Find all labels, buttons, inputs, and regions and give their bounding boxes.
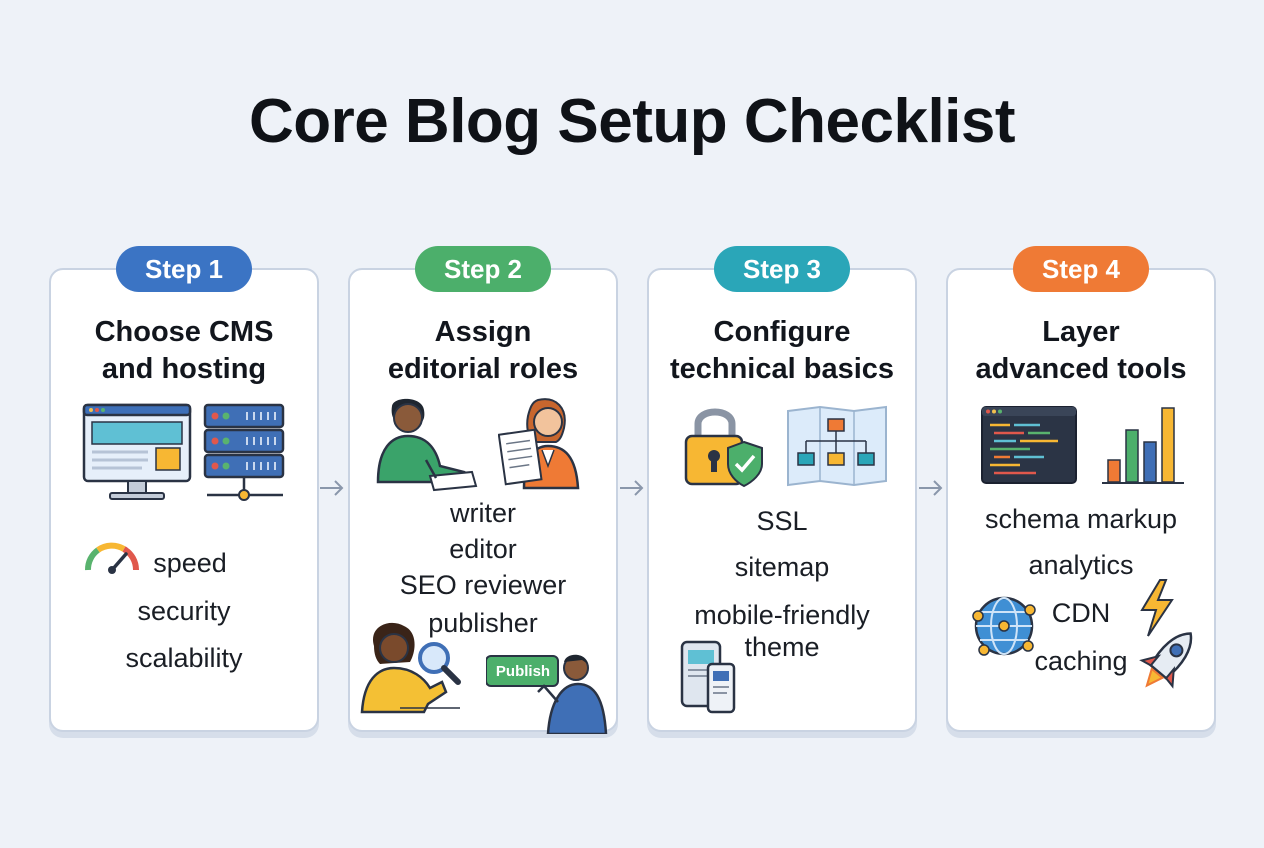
step-4-badge: Step 4 xyxy=(1013,246,1149,292)
step-2-title: Assign editorial roles xyxy=(350,314,616,388)
step-1-card: Choose CMS and hosting speed security sc… xyxy=(49,268,319,732)
step-4-item-schema-markup: schema markup xyxy=(984,504,1178,534)
step-4-title-line-1: Layer xyxy=(1042,316,1120,348)
rocket-icon xyxy=(1139,632,1193,689)
browser-window-icon xyxy=(82,403,192,500)
step-1-item-speed: speed xyxy=(153,548,227,578)
step-3-badge: Step 3 xyxy=(714,246,850,292)
lightning-icon xyxy=(1140,579,1174,637)
step-2-badge: Step 2 xyxy=(415,246,551,292)
step-1-item-scalability: scalability xyxy=(125,643,243,673)
step-3-title-line-2: technical basics xyxy=(669,353,895,385)
bar-chart-icon xyxy=(1102,407,1184,484)
step-4-item-analytics: analytics xyxy=(1028,550,1134,580)
globe-network-icon xyxy=(972,596,1036,656)
step-1-item-security: security xyxy=(137,596,231,626)
publisher-person-icon xyxy=(486,654,608,734)
step-3-item-sitemap: sitemap xyxy=(734,552,830,582)
step-4-title: Layer advanced tools xyxy=(948,314,1214,388)
step-2-title-line-1: Assign xyxy=(434,316,532,348)
step-3-item-ssl: SSL xyxy=(756,506,808,536)
server-rack-icon xyxy=(203,403,285,501)
step-4-card: Layer advanced tools schema markup analy… xyxy=(946,268,1216,732)
step-1-title-line-1: Choose CMS xyxy=(94,316,274,348)
arrow-right-icon xyxy=(919,480,943,496)
editor-person-icon xyxy=(498,398,580,490)
step-4-item-cdn: CDN xyxy=(1051,598,1111,628)
code-window-icon xyxy=(981,406,1077,484)
step-1-badge: Step 1 xyxy=(116,246,252,292)
arrow-right-icon xyxy=(620,480,644,496)
step-1-title: Choose CMS and hosting xyxy=(51,314,317,388)
step-2-item-publisher: publisher xyxy=(428,608,538,638)
step-3-item-theme: theme xyxy=(744,632,820,662)
step-3-title: Configure technical basics xyxy=(649,314,915,388)
padlock-shield-icon xyxy=(684,408,763,488)
sitemap-icon xyxy=(787,405,887,487)
seo-reviewer-person-icon xyxy=(360,622,461,714)
speedometer-icon xyxy=(85,542,140,574)
arrow-right-icon xyxy=(320,480,344,496)
publish-button[interactable]: Publish xyxy=(495,663,551,680)
step-2-item-writer: writer xyxy=(450,498,516,528)
step-4-title-line-2: advanced tools xyxy=(975,353,1187,385)
mobile-devices-icon xyxy=(680,640,736,714)
step-2-item-editor: editor xyxy=(449,534,517,564)
page-title: Core Blog Setup Checklist xyxy=(248,87,1016,156)
step-2-item-seo-reviewer: SEO reviewer xyxy=(399,570,567,600)
step-3-title-line-1: Configure xyxy=(713,316,851,348)
step-3-item-mobile-friendly: mobile-friendly xyxy=(694,600,870,630)
step-4-item-caching: caching xyxy=(1034,646,1128,676)
writer-person-icon xyxy=(376,398,478,492)
step-1-title-line-2: and hosting xyxy=(101,353,267,385)
step-2-title-line-2: editorial roles xyxy=(387,353,579,385)
